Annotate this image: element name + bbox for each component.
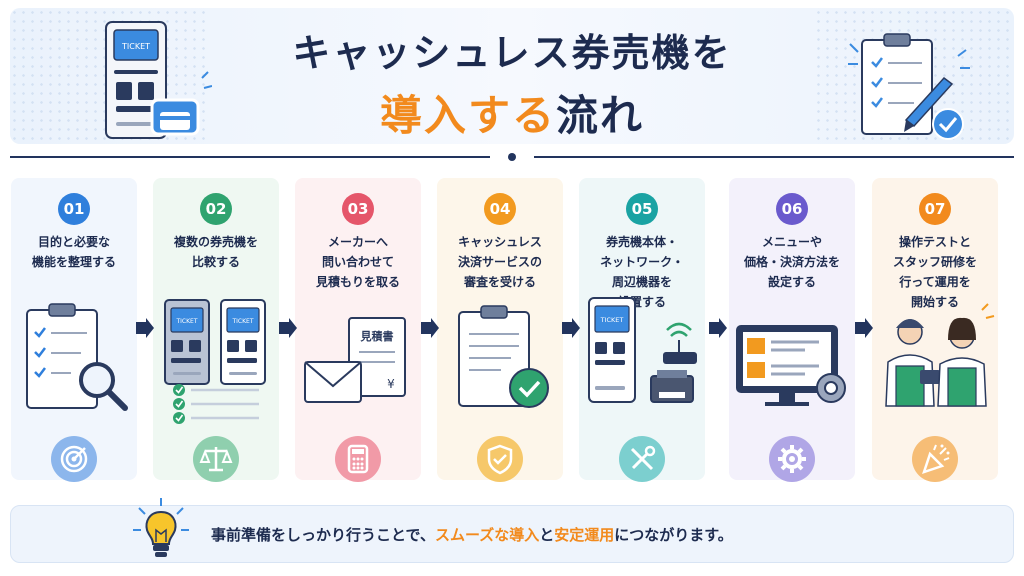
step-card-04: 04 キャッシュレス 決済サービスの 審査を受ける bbox=[437, 178, 563, 482]
step-number-badge: 04 bbox=[484, 193, 516, 225]
step-illustration: TICKET bbox=[588, 297, 697, 403]
section-divider bbox=[10, 153, 1014, 161]
footer-text-1: 事前準備をしっかり行うことで、 bbox=[211, 526, 435, 544]
step-illustration bbox=[458, 305, 549, 408]
gear-icon bbox=[769, 436, 815, 482]
step-card-05: 05 券売機本体・ ネットワーク・ 周辺機器を 設置する TICKET bbox=[579, 178, 705, 482]
step-illustration bbox=[736, 325, 846, 406]
step-card-07: 07 操作テストと スタッフ研修を 行って運用を 開始する bbox=[872, 178, 998, 482]
tools-icon bbox=[619, 436, 665, 482]
page-title-line2: 導入する流れ bbox=[10, 82, 1014, 143]
header-banner: TICKET キャッシュレス券売機を 導入する流れ bbox=[10, 8, 1014, 144]
footer-message: 事前準備をしっかり行うことで、スムーズな導入と安定運用につながります。 bbox=[211, 524, 733, 545]
arrow-right-icon bbox=[136, 318, 154, 338]
step-illustration bbox=[26, 303, 128, 411]
step-illustration bbox=[885, 303, 995, 407]
header-ticket-text: TICKET bbox=[121, 42, 150, 51]
step-number-badge: 07 bbox=[919, 193, 951, 225]
step-description: 目的と必要な 機能を整理する bbox=[31, 235, 116, 269]
step-description: キャッシュレス 決済サービスの 審査を受ける bbox=[457, 235, 542, 289]
ticket-text: TICKET bbox=[600, 316, 624, 324]
calculator-icon bbox=[335, 436, 381, 482]
step-card-01: 01 目的と必要な 機能を整理する bbox=[11, 178, 137, 482]
lightbulb-icon bbox=[133, 498, 189, 557]
ticket-text: TICKET bbox=[231, 318, 253, 325]
ticket-text: TICKET bbox=[175, 318, 197, 325]
step-illustration: TICKET TICKET bbox=[164, 299, 266, 424]
step-description: 複数の券売機を 比較する bbox=[173, 235, 258, 269]
step-number-badge: 03 bbox=[342, 193, 374, 225]
step-description: メーカーへ 問い合わせて 見積もりを取る bbox=[315, 235, 400, 289]
footer-message-box: 事前準備をしっかり行うことで、スムーズな導入と安定運用につながります。 bbox=[10, 498, 1014, 563]
footer-text-3: につながります。 bbox=[614, 526, 733, 544]
shield-check-icon bbox=[477, 436, 523, 482]
step-description: メニューや 価格・決済方法を 設定する bbox=[743, 235, 840, 289]
footer-text-2: と bbox=[539, 526, 555, 544]
estimate-title: 見積書 bbox=[360, 329, 394, 343]
clipboard-pen-icon bbox=[848, 33, 970, 140]
title-rest: 流れ bbox=[556, 91, 645, 140]
page-title-line1: キャッシュレス券売機を bbox=[292, 31, 732, 75]
yen-symbol: ¥ bbox=[387, 377, 395, 391]
ticket-machine-card-icon: TICKET bbox=[105, 21, 212, 139]
scale-icon bbox=[193, 436, 239, 482]
step-number-badge: 06 bbox=[776, 193, 808, 225]
step-card-02: 02 複数の券売機を 比較する TICKET TICKET bbox=[153, 178, 279, 482]
target-icon bbox=[51, 436, 97, 482]
title-accent: 導入する bbox=[379, 91, 556, 140]
footer-highlight-1: スムーズな導入 bbox=[434, 526, 540, 544]
arrow-right-icon bbox=[855, 318, 873, 338]
arrow-right-icon bbox=[279, 318, 297, 338]
celebration-icon bbox=[912, 436, 958, 482]
step-number-badge: 01 bbox=[58, 193, 90, 225]
step-number-badge: 05 bbox=[626, 193, 658, 225]
step-illustration: 見積書 ¥ bbox=[304, 317, 406, 403]
arrow-right-icon bbox=[562, 318, 580, 338]
step-description: 券売機本体・ ネットワーク・ 周辺機器を 設置する bbox=[600, 235, 684, 309]
arrow-right-icon bbox=[709, 318, 727, 338]
footer-highlight-2: 安定運用 bbox=[554, 526, 615, 544]
arrow-right-icon bbox=[421, 318, 439, 338]
step-card-06: 06 メニューや 価格・決済方法を 設定する bbox=[729, 178, 855, 482]
step-card-03: 03 メーカーへ 問い合わせて 見積もりを取る 見積書 ¥ bbox=[295, 178, 421, 482]
step-number-badge: 02 bbox=[200, 193, 232, 225]
step-description: 操作テストと スタッフ研修を 行って運用を 開始する bbox=[892, 235, 977, 309]
